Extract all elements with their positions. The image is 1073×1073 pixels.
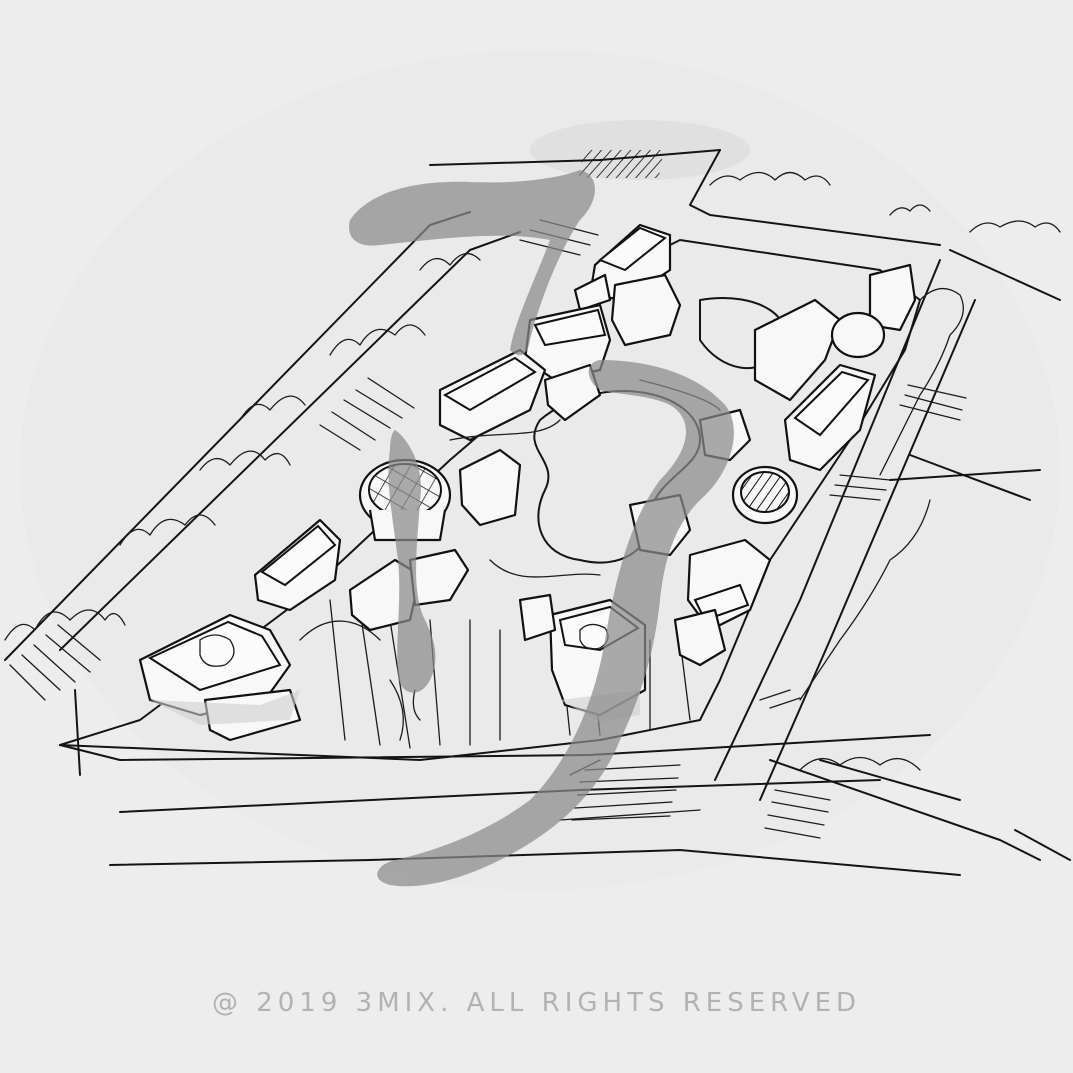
crosswalks <box>9 150 967 839</box>
copyright-notice: @ 2019 3MIX. ALL RIGHTS RESERVED <box>211 988 862 1018</box>
brush-stroke-logo-icon <box>349 170 734 887</box>
paper-shading <box>20 50 1060 890</box>
tree-rows <box>4 171 1061 771</box>
